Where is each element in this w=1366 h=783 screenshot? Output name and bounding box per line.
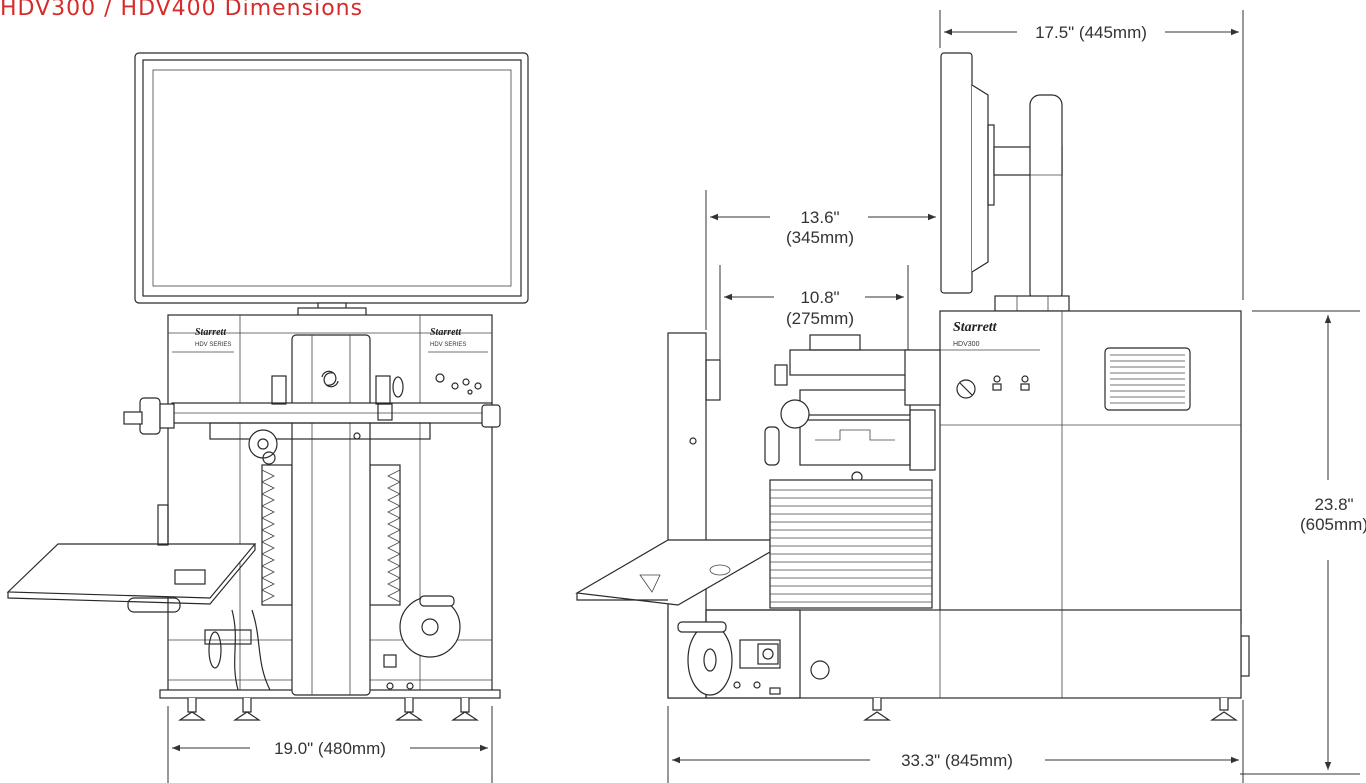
vent-grille <box>1104 347 1191 411</box>
side-bellows <box>769 479 933 609</box>
front-width-dimension: 19.0" (480mm) <box>167 706 493 783</box>
dim-23-8-mm-label: (605mm) <box>1300 515 1366 534</box>
side-dim-10-8: 10.8" (275mm) <box>719 265 909 365</box>
dim-23-8-in-label: 23.8" <box>1314 495 1353 514</box>
side-dim-23-8: 23.8" (605mm) <box>1240 310 1366 775</box>
side-dim-33-3: 33.3" (845mm) <box>667 700 1244 783</box>
front-control-knobs <box>435 373 482 395</box>
side-feet <box>863 698 1238 721</box>
front-handwheel <box>399 595 461 658</box>
side-dim-17-5: 17.5" (445mm) <box>939 10 1244 300</box>
front-brand-right: Starrett <box>430 327 462 338</box>
front-series-left: HDV SERIES <box>195 342 231 348</box>
side-front-plate <box>667 332 801 699</box>
front-view: Starrett HDV SERIES Starrett HDV SERIES … <box>6 52 529 783</box>
front-width-label: 19.0" (480mm) <box>274 739 386 758</box>
dim-10-8-in-label: 10.8" <box>800 288 839 307</box>
front-series-right: HDV SERIES <box>430 342 466 348</box>
front-column <box>291 334 371 696</box>
column-logo-icon <box>321 370 339 388</box>
side-base <box>667 609 1242 721</box>
dim-33-3-label: 33.3" (845mm) <box>901 751 1013 770</box>
side-dial-icon <box>956 379 976 399</box>
side-handwheel <box>677 621 733 696</box>
side-brand: Starrett <box>953 320 998 335</box>
dim-17-5-label: 17.5" (445mm) <box>1035 23 1147 42</box>
front-monitor <box>134 52 529 317</box>
side-model: HDV300 <box>953 341 980 348</box>
front-body: Starrett HDV SERIES Starrett HDV SERIES <box>123 314 501 721</box>
front-feet <box>178 698 479 721</box>
page-title: HDV300 / HDV400 Dimensions <box>0 0 364 21</box>
front-stage <box>123 375 501 465</box>
dim-13-6-mm-label: (345mm) <box>786 228 854 247</box>
side-stage <box>764 334 941 483</box>
dim-10-8-mm-label: (275mm) <box>786 309 854 328</box>
side-monitor <box>940 52 1070 312</box>
side-dim-13-6: 13.6" (345mm) <box>705 190 936 330</box>
dim-13-6-in-label: 13.6" <box>800 208 839 227</box>
side-tray <box>575 539 771 606</box>
side-view: Starrett HDV300 <box>575 10 1366 783</box>
front-side-tray <box>6 504 257 613</box>
front-brand-left: Starrett <box>195 327 227 338</box>
